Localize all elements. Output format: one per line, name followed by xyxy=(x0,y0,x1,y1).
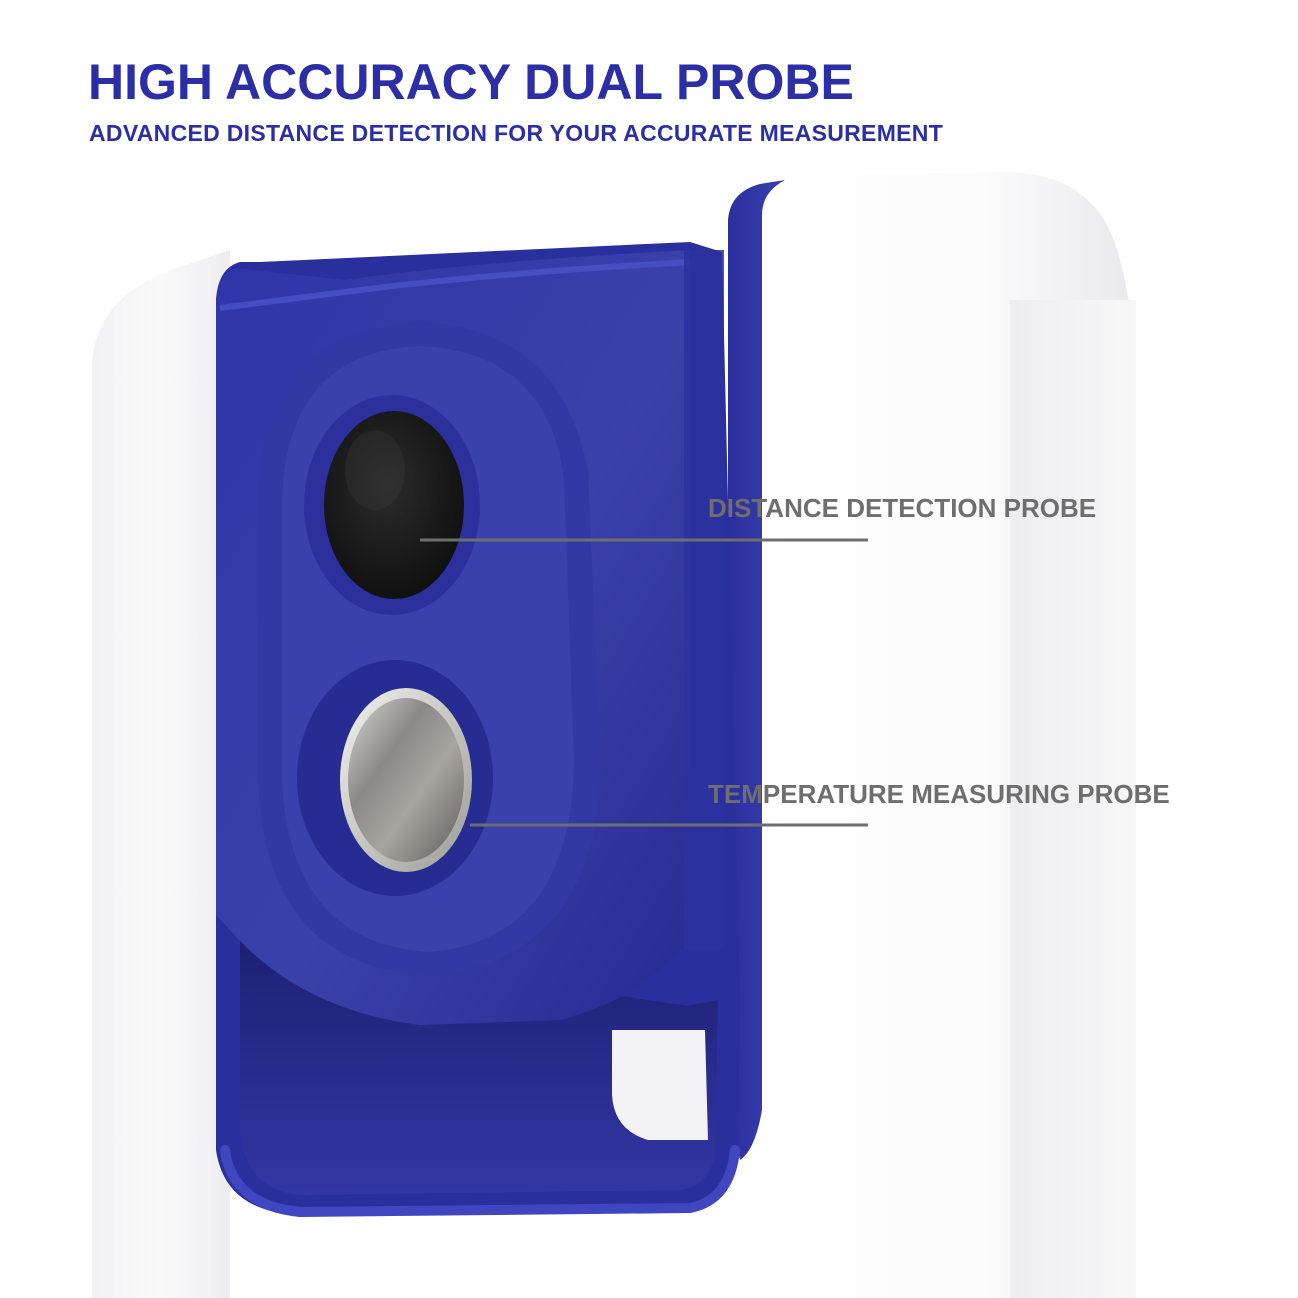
blue-side-flange xyxy=(728,180,785,1160)
distance-probe-glare xyxy=(345,430,405,510)
housing-bottom-rim xyxy=(220,1145,740,1218)
temperature-probe-sensor xyxy=(348,698,464,862)
page-title: HIGH ACCURACY DUAL PROBE xyxy=(88,54,854,110)
housing-window xyxy=(612,1030,708,1140)
page-subtitle: ADVANCED DISTANCE DETECTION FOR YOUR ACC… xyxy=(89,120,944,146)
temperature-probe-label: TEMPERATURE MEASURING PROBE xyxy=(708,779,1170,809)
device-body-left xyxy=(92,250,230,1298)
housing-right-edge xyxy=(684,250,724,950)
device-side-strip xyxy=(1010,300,1136,1298)
distance-probe-label: DISTANCE DETECTION PROBE xyxy=(708,493,1097,523)
housing-top-edge xyxy=(219,259,691,311)
distance-probe-lens xyxy=(324,411,464,599)
